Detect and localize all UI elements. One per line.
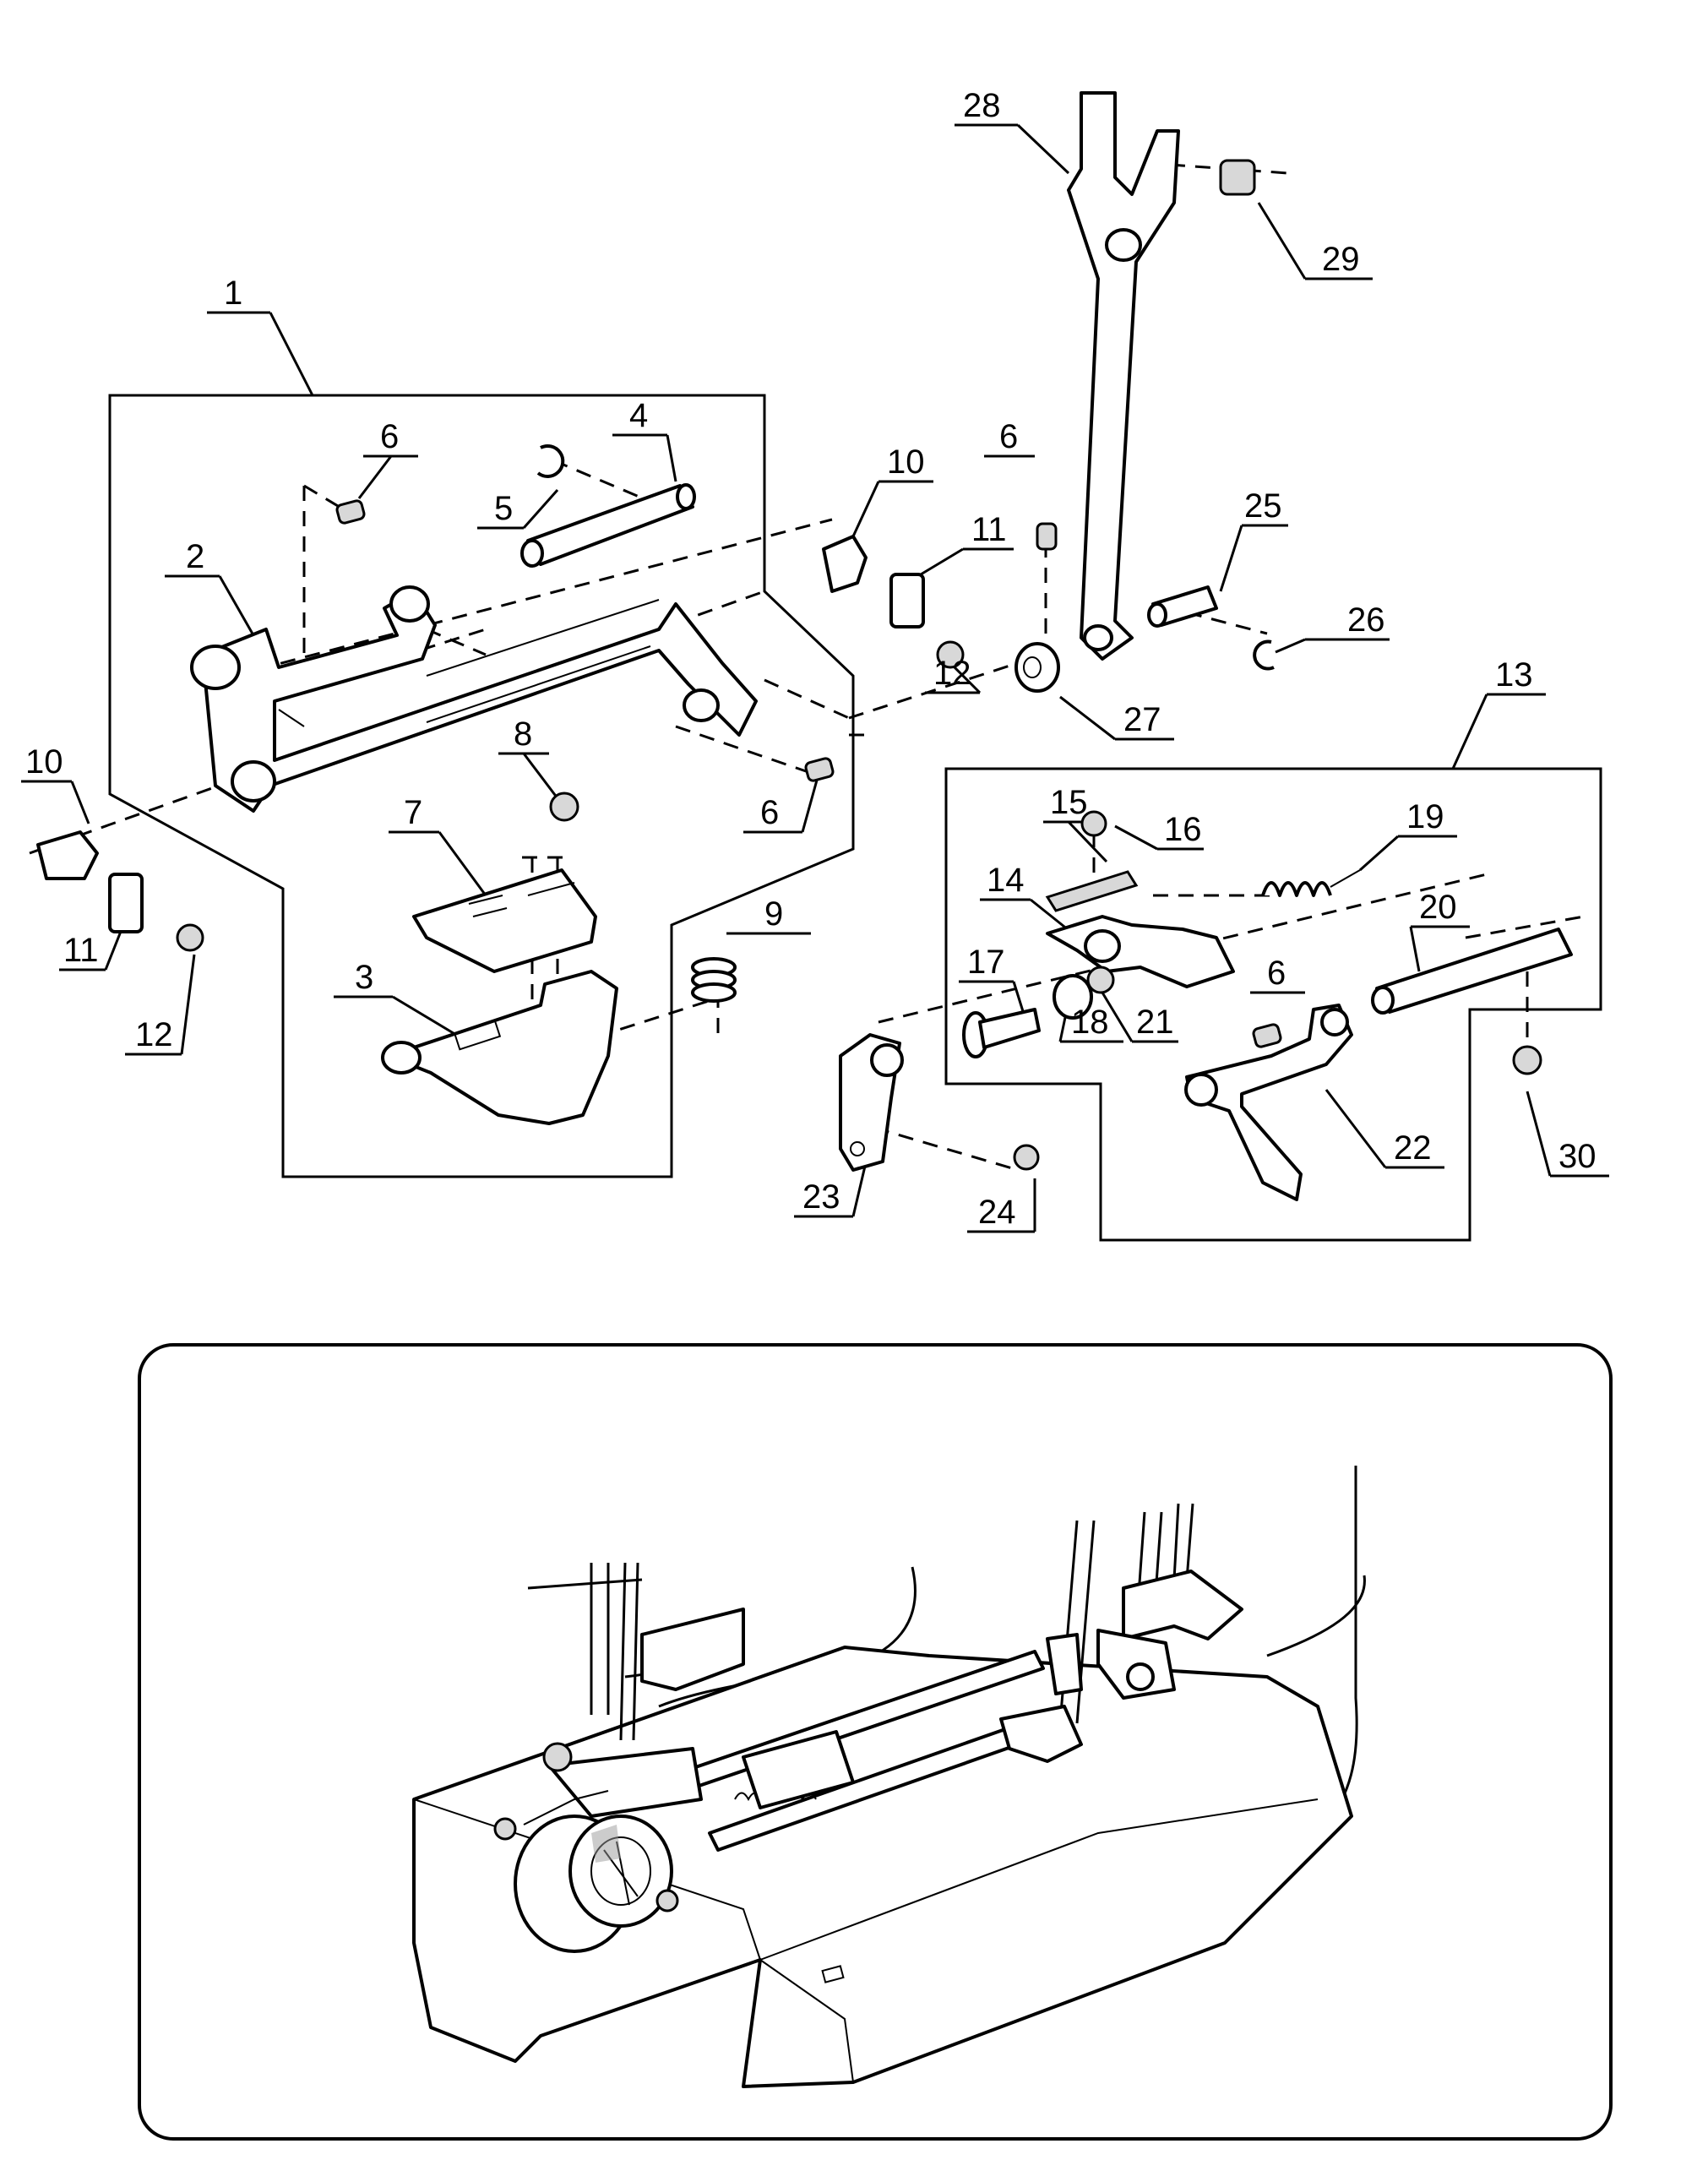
callout-6: 6 [1267, 955, 1286, 992]
callout-16: 16 [1164, 811, 1202, 848]
arm [1046, 915, 1235, 988]
screw [1080, 810, 1107, 837]
pin [1147, 585, 1218, 628]
callout-4: 4 [629, 397, 648, 434]
callout-3: 3 [355, 959, 373, 996]
set-screw [804, 757, 835, 782]
coil-spring [1261, 869, 1361, 897]
screw [936, 640, 965, 669]
callout-10: 10 [887, 443, 925, 481]
set-screw [335, 499, 366, 525]
link [839, 1033, 904, 1172]
callout-7: 7 [404, 794, 422, 831]
callout-21: 21 [1136, 1004, 1174, 1041]
callout-6: 6 [999, 418, 1018, 455]
bracket [1184, 1004, 1353, 1201]
callout-29: 29 [1322, 241, 1360, 278]
callout-5: 5 [494, 490, 513, 527]
callout-17: 17 [967, 944, 1005, 981]
group-1-boundary [108, 394, 855, 1178]
e-ring [536, 444, 565, 478]
shaft-cap [822, 535, 868, 593]
spring [691, 957, 737, 1003]
callout-6: 6 [380, 418, 399, 455]
plate [108, 873, 144, 933]
slider-block [1219, 159, 1256, 196]
shaft [1371, 928, 1573, 1015]
callout-13: 13 [1495, 656, 1533, 694]
callout-30: 30 [1558, 1138, 1596, 1175]
feed-bar-frame [190, 585, 758, 813]
set-screw [1036, 522, 1058, 551]
callout-24: 24 [978, 1194, 1016, 1231]
callout-28: 28 [963, 87, 1001, 124]
screw [549, 792, 579, 822]
callout-1: 1 [224, 275, 242, 312]
collar [1053, 974, 1093, 1020]
screw [1013, 1144, 1040, 1171]
callout-27: 27 [1123, 701, 1161, 738]
lever [1067, 91, 1180, 661]
callout-22: 22 [1394, 1129, 1432, 1167]
nut [1086, 966, 1115, 994]
shaft-cap [36, 830, 99, 880]
shaft [520, 483, 696, 568]
callout-labels: 1 2 3 4 5 6 6 6 6 7 8 9 10 10 11 11 12 1… [25, 87, 1596, 1231]
screw [962, 1008, 1041, 1058]
callout-12: 12 [135, 1016, 173, 1053]
callout-11: 11 [63, 932, 99, 969]
callout-19: 19 [1406, 798, 1444, 835]
feed-dog [412, 868, 597, 973]
collar [1014, 642, 1060, 693]
set-screw [1252, 1023, 1282, 1048]
callout-23: 23 [802, 1178, 840, 1216]
e-ring [1253, 639, 1275, 671]
location-view [138, 1343, 1613, 2141]
blade [1045, 870, 1139, 912]
plate [889, 573, 925, 628]
callout-8: 8 [514, 715, 532, 753]
callout-6: 6 [760, 794, 779, 831]
feed-bracket [381, 970, 618, 1125]
callout-14: 14 [987, 862, 1025, 899]
callout-11: 11 [971, 511, 1007, 548]
callout-9: 9 [764, 895, 783, 933]
callout-20: 20 [1419, 889, 1457, 926]
callout-15: 15 [1050, 784, 1088, 821]
screw [176, 923, 204, 952]
group-13-boundary [944, 767, 1602, 1242]
callout-25: 25 [1244, 487, 1282, 525]
callout-18: 18 [1071, 1004, 1109, 1041]
callout-2: 2 [186, 538, 204, 575]
callout-12: 12 [933, 655, 971, 692]
screw [1512, 1045, 1542, 1075]
callout-26: 26 [1347, 601, 1385, 639]
callout-10: 10 [25, 743, 63, 781]
